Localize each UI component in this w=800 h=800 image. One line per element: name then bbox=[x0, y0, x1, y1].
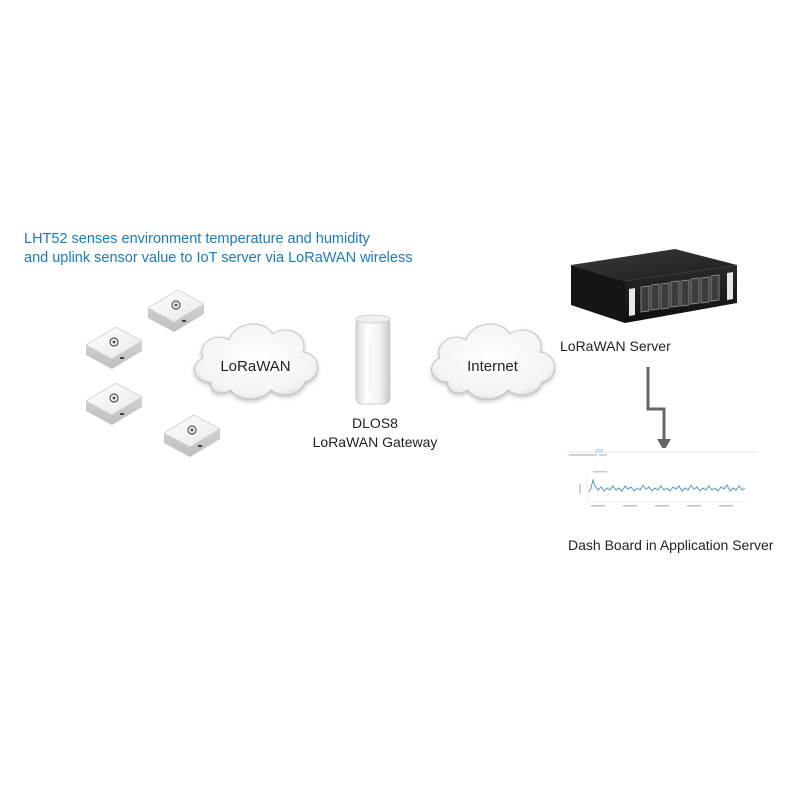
lorawan-cloud-icon bbox=[194, 323, 318, 400]
lht52-sensor-2 bbox=[85, 326, 143, 369]
lht52-sensor-4 bbox=[163, 414, 221, 457]
internet-cloud-label: Internet bbox=[467, 358, 518, 375]
lorawan-server-icon bbox=[571, 249, 737, 323]
internet-cloud-icon bbox=[431, 323, 555, 400]
lht52-sensor-group bbox=[85, 289, 221, 457]
gateway-type: LoRaWAN Gateway bbox=[312, 434, 438, 450]
server-label: LoRaWAN Server bbox=[560, 338, 671, 354]
gateway-name: DLOS8 bbox=[352, 415, 398, 431]
lht52-sensor-1 bbox=[147, 289, 205, 332]
dashboard-screenshot bbox=[565, 448, 760, 516]
down-arrow-icon bbox=[646, 367, 671, 451]
description-line-1: LHT52 senses environment temperature and… bbox=[24, 231, 370, 247]
dlos8-gateway-icon bbox=[355, 314, 391, 405]
lorawan-cloud-label: LoRaWAN bbox=[220, 358, 291, 375]
dashboard-label: Dash Board in Application Server bbox=[568, 537, 774, 553]
description: LHT52 senses environment temperature and… bbox=[24, 230, 412, 268]
description-line-2: and uplink sensor value to IoT server vi… bbox=[24, 250, 413, 266]
lht52-sensor-3 bbox=[85, 382, 143, 425]
